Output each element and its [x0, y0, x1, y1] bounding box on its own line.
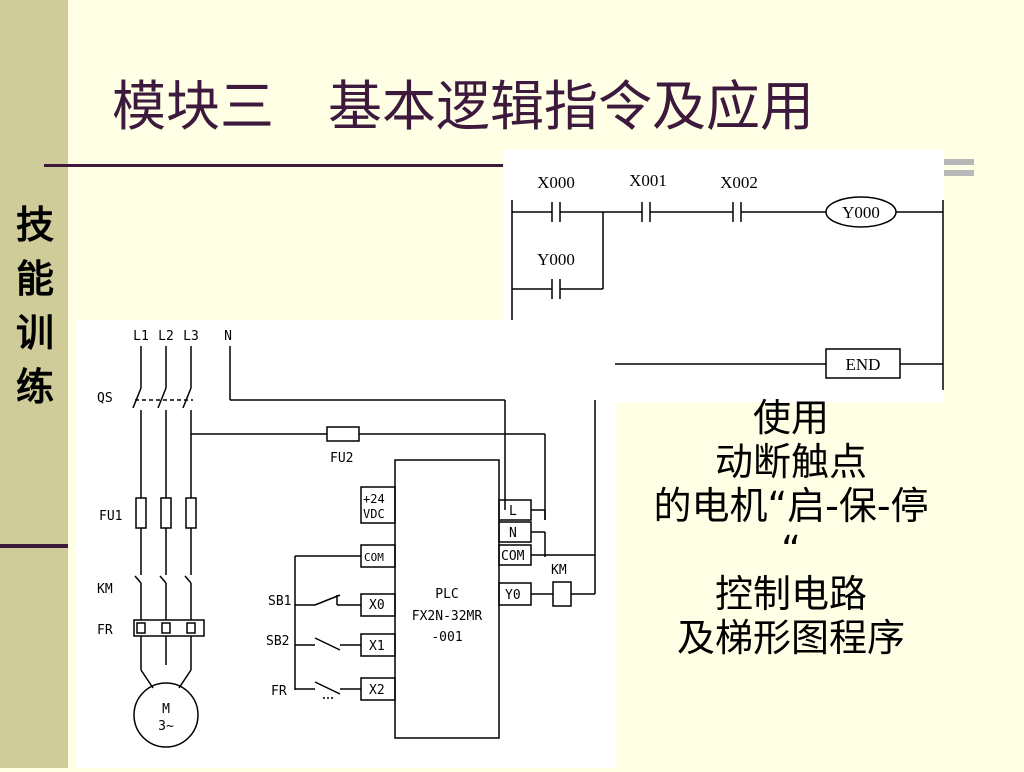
terminal-x1: X1 [369, 639, 385, 654]
sidebar-char: 练 [15, 365, 54, 409]
fu2-label: FU2 [330, 451, 353, 466]
description-line: 的电机“启-保-停 [653, 484, 929, 528]
decor-stripe [944, 170, 974, 176]
terminal-vdc: VDC [363, 507, 385, 521]
decor-stripe [944, 159, 974, 165]
sidebar-divider [0, 544, 68, 548]
phase-label: L3 [183, 329, 199, 344]
fr-main-label: FR [97, 623, 113, 638]
terminal-24v: +24 [363, 492, 385, 506]
ladder-svg: X000 X001 X002 Y000 Y000 END [511, 171, 944, 390]
description-line: 及梯形图程序 [676, 616, 905, 660]
wiring-diagram: L1 L2 L3 N QS FU1 FU2 KM FR M 3~ PLC FX2… [75, 320, 615, 768]
input-label-sb1: SB1 [268, 594, 291, 609]
terminal-y0: Y0 [505, 588, 521, 603]
wiring-svg: L1 L2 L3 N QS FU1 FU2 KM FR M 3~ PLC FX2… [97, 329, 596, 748]
sidebar-label: 技 能 训 练 [10, 198, 60, 414]
plc-label: PLC [435, 587, 458, 602]
sidebar-char: 训 [15, 311, 54, 355]
terminal-com-in: COM [364, 551, 384, 564]
terminal-com-out: COM [501, 549, 525, 564]
description-line: 使用 [752, 396, 829, 440]
coil-label: Y000 [842, 203, 880, 222]
sidebar-band [0, 0, 68, 768]
fu1-label: FU1 [99, 509, 122, 524]
plc-model-label: FX2N-32MR [412, 609, 483, 624]
terminal-x0: X0 [369, 598, 385, 613]
terminal-l: L [509, 504, 517, 519]
input-label-sb2: SB2 [266, 634, 289, 649]
description-text: 使用 动断触点 的电机“启-保-停 “ 控制电路 及梯形图程序 [612, 396, 970, 660]
description-line: “ [781, 528, 801, 572]
slide-title: 模块三 基本逻辑指令及应用 [112, 75, 814, 138]
terminal-x2: X2 [369, 683, 385, 698]
coil-km-label: KM [551, 563, 567, 578]
contact-label-x002: X002 [720, 173, 758, 192]
motor-label: M [162, 702, 170, 717]
terminal-n: N [509, 526, 517, 541]
contact-label-x001: X001 [629, 171, 667, 190]
phase-label: L1 [133, 329, 149, 344]
input-label-fr: FR [271, 684, 287, 699]
description-line: 动断触点 [714, 440, 867, 484]
contact-label-y000: Y000 [537, 250, 575, 269]
description-line: 控制电路 [714, 572, 867, 616]
phase-label: L2 [158, 329, 174, 344]
sidebar-char: 能 [15, 257, 54, 301]
contact-label-x000: X000 [537, 173, 575, 192]
end-instruction: END [846, 355, 881, 374]
neutral-label: N [224, 329, 232, 344]
motor-phase-label: 3~ [158, 719, 174, 734]
qs-label: QS [97, 391, 113, 406]
sidebar-char: 技 [15, 203, 54, 247]
km-main-label: KM [97, 582, 113, 597]
plc-model-suffix: -001 [431, 630, 462, 645]
title-divider [44, 164, 504, 167]
